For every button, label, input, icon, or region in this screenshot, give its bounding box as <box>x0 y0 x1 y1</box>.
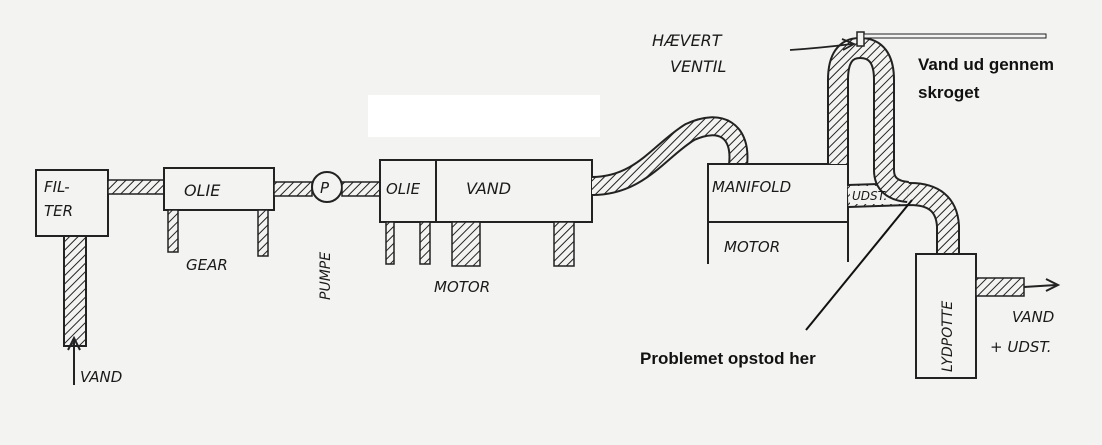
pump-symbol-label: P <box>320 179 330 197</box>
motor-leg-3 <box>451 221 481 267</box>
outlet-pipe <box>975 277 1025 297</box>
siphon-loop <box>829 38 910 201</box>
haevert-arrow <box>789 43 853 51</box>
lydpotte-label: LYDPOTTE <box>940 301 956 372</box>
olie-gear-label: OLIE <box>184 181 221 200</box>
haevert-label-1: HÆVERT <box>652 31 723 50</box>
outlet-arrow-head <box>1045 278 1061 292</box>
hull-annotation-1: Vand ud gennem <box>918 55 1054 74</box>
haevert-label-2: VENTIL <box>670 57 726 76</box>
pipe-gear-pump <box>273 181 313 197</box>
outlet-label-1: VAND <box>1012 308 1054 326</box>
hull-annotation-2: skroget <box>918 83 980 102</box>
udst-label: UDST. <box>852 189 887 203</box>
gear-leg-left <box>167 209 179 253</box>
outlet-label-2: + UDST. <box>990 338 1052 356</box>
inlet-pipe <box>63 235 87 347</box>
pipe-filter-gear <box>107 179 165 195</box>
manifold-label: MANIFOLD <box>712 178 791 196</box>
exhaust-pipe <box>847 183 958 258</box>
motor-leg-1 <box>385 221 395 265</box>
olie-motor-label: OLIE <box>386 180 421 198</box>
motor-lower-label: MOTOR <box>434 278 490 296</box>
inlet-arrow-head <box>67 335 81 351</box>
motor-leg-4 <box>553 221 575 267</box>
motor-cooler-box <box>379 159 593 223</box>
problem-pointer <box>805 199 913 331</box>
lydpotte-box <box>915 253 977 379</box>
pipe-pump-motor <box>341 181 383 197</box>
filter-box <box>35 169 109 237</box>
s-pipe <box>591 118 747 194</box>
problem-annotation: Problemet opstod her <box>640 349 816 368</box>
filter-label-2: TER <box>44 202 73 220</box>
outlet-arrow <box>1023 284 1057 288</box>
whiteout-patch <box>368 95 600 137</box>
gear-label: GEAR <box>186 256 228 274</box>
vand-motor-label: VAND <box>466 179 511 198</box>
pumpe-label: PUMPE <box>318 252 334 300</box>
motor-leg-2 <box>419 221 431 265</box>
vand-inlet-label: VAND <box>80 368 122 386</box>
filter-label-1: FIL- <box>44 178 70 196</box>
hull-outlet-line <box>863 33 1047 39</box>
motor-block-label: MOTOR <box>724 238 780 256</box>
siphon-valve-icon <box>856 31 865 47</box>
haevert-arrow-head <box>841 38 857 51</box>
gear-leg-right <box>257 209 269 257</box>
